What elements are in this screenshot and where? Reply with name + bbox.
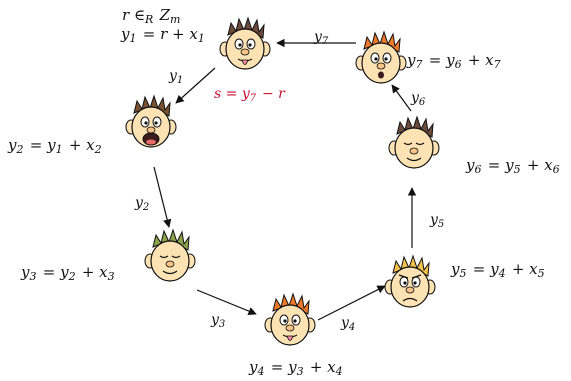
node-equation-n4: y4 = y3 + x4 bbox=[248, 358, 344, 378]
edge-arrow-n4-n5 bbox=[317, 285, 386, 321]
edge-label-y4: y4 bbox=[340, 315, 357, 333]
cartoon-face-content-icon bbox=[388, 115, 440, 169]
edge-label-y3: y3 bbox=[210, 312, 227, 330]
labels-layer: y1 y2 y3 y4 y5 y6 y7 y1 = r + x1 r ∈R Zm… bbox=[7, 6, 561, 378]
edge-label-y1: y1 bbox=[168, 68, 185, 86]
node-equation-n2: y2 = y1 + x2 bbox=[7, 136, 103, 156]
node-equation-n6: y6 = y5 + x6 bbox=[465, 156, 561, 176]
result-equation: s = y7 − r bbox=[214, 86, 286, 104]
node-equation-n7: y7 = y6 + x7 bbox=[406, 51, 502, 71]
cartoon-face-sleepy-icon bbox=[144, 228, 196, 282]
cartoon-face-tongue-icon bbox=[219, 16, 271, 70]
edge-label-y6: y6 bbox=[410, 90, 427, 108]
cartoon-face-surprised-icon bbox=[355, 30, 407, 84]
edge-arrow-n1-n2 bbox=[175, 67, 216, 104]
edge-arrow-n6-n7 bbox=[391, 84, 412, 112]
node-equation-n3: y3 = y2 + x3 bbox=[20, 263, 116, 283]
edge-label-y5: y5 bbox=[429, 212, 446, 230]
cartoon-face-grumpy-icon bbox=[384, 254, 436, 308]
cartoon-face-tongue-icon bbox=[264, 292, 316, 346]
random-r-declaration: r ∈R Zm bbox=[122, 6, 182, 26]
edge-arrow-n2-n3 bbox=[153, 166, 172, 228]
node-equation-n1: y1 = r + x1 bbox=[120, 25, 206, 45]
edge-label-y7: y7 bbox=[313, 29, 330, 47]
edge-label-y2: y2 bbox=[134, 195, 151, 213]
edges-layer bbox=[153, 38, 417, 321]
edge-arrow-n3-n4 bbox=[196, 289, 257, 316]
cartoon-face-shouting-icon bbox=[125, 94, 177, 148]
node-equation-n5: y5 = y4 + x5 bbox=[450, 260, 546, 280]
faces-layer bbox=[125, 16, 440, 346]
